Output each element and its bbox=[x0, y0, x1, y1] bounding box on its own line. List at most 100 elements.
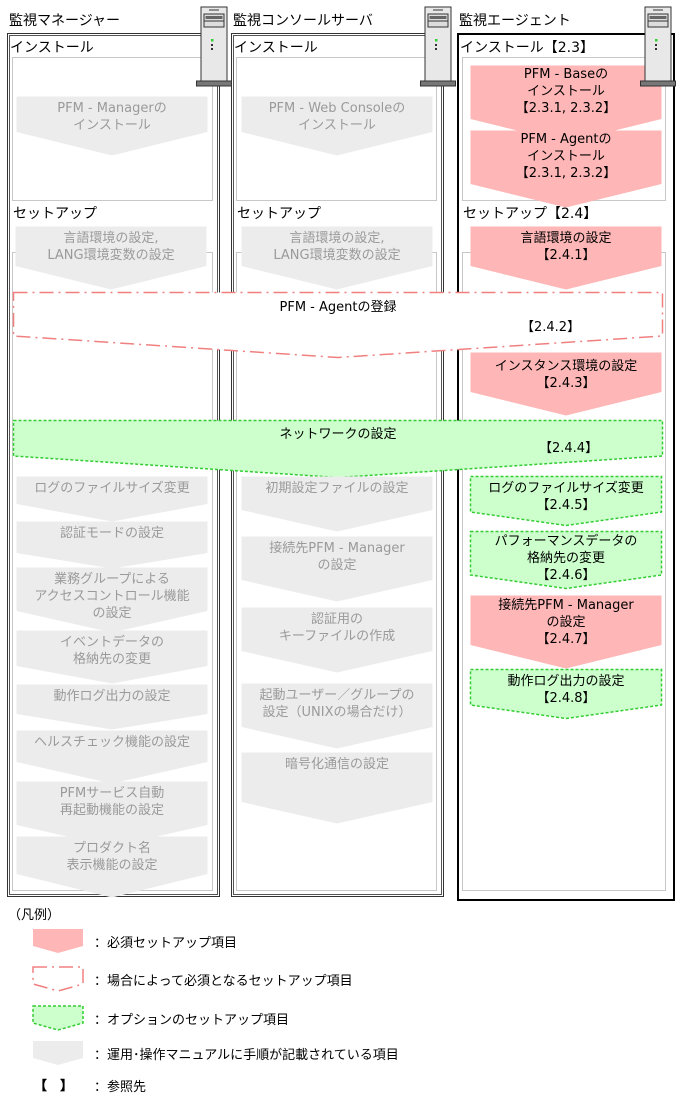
arrow-shape-icon bbox=[241, 96, 433, 156]
setup-step: 言語環境の設定, LANG環境変数の設定 bbox=[241, 226, 433, 290]
legend-item-optional: ：オプションのセットアップ項目 bbox=[30, 1005, 450, 1031]
setup-step: ヘルスチェック機能の設定 bbox=[16, 730, 208, 784]
column-title: 監視マネージャー bbox=[9, 13, 121, 29]
item-label: 接続先PFM - Manager の設定 bbox=[269, 541, 405, 573]
arrow-shape-icon bbox=[16, 836, 208, 898]
arrow-shape-icon bbox=[241, 226, 433, 290]
legend-item-required: ：必須セットアップ項目 bbox=[30, 928, 450, 954]
item-label: 動作ログ出力の設定 【2.4.8】 bbox=[507, 674, 625, 706]
arrow-shape-icon bbox=[16, 781, 208, 847]
item-label: 認証用の キーファイルの作成 bbox=[278, 612, 396, 644]
setup-step: 言語環境の設定 【2.4.1】 bbox=[470, 226, 662, 290]
item-label: 動作ログ出力の設定 bbox=[53, 689, 171, 704]
install-section-box bbox=[236, 57, 437, 201]
item-label: ヘルスチェック機能の設定 bbox=[33, 735, 190, 750]
arrow-shape-icon bbox=[241, 536, 433, 602]
item-label: 言語環境の設定, LANG環境変数の設定 bbox=[273, 231, 401, 263]
legend-shape-icon bbox=[32, 966, 84, 992]
legend-label: ：運用･操作マニュアルに手順が記載されている項目 bbox=[94, 1048, 399, 1063]
install-step: PFM - Web Consoleの インストール bbox=[241, 96, 433, 156]
arrow-shape-icon bbox=[470, 65, 662, 143]
column-title: 監視エージェント bbox=[459, 13, 571, 29]
legend-label: ：場合によって必須となるセットアップ項目 bbox=[94, 974, 353, 989]
server-icon bbox=[196, 6, 232, 88]
reference-label: 【2.4.2】 bbox=[521, 320, 581, 335]
install-section-title: インストール【2.3】 bbox=[460, 40, 594, 56]
column-title: 監視コンソールサーバ bbox=[233, 13, 373, 29]
setup-section-title: セットアップ bbox=[13, 206, 97, 222]
reference-bracket-icon: 【 】 bbox=[34, 1079, 74, 1093]
setup-step: プロダクト名 表示機能の設定 bbox=[16, 836, 208, 898]
server-icon bbox=[640, 6, 676, 88]
arrow-shape-icon bbox=[16, 730, 208, 784]
item-label: 認証モードの設定 bbox=[59, 526, 164, 541]
item-label: 言語環境の設定, LANG環境変数の設定 bbox=[47, 231, 175, 263]
install-step: PFM - Agentの インストール 【2.3.1, 2.3.2】 bbox=[470, 130, 662, 208]
legend-title: （凡例） bbox=[8, 908, 61, 923]
setup-step: 起動ユーザー／グループの 設定（UNIXの場合だけ） bbox=[241, 683, 433, 749]
arrow-shape-icon bbox=[241, 476, 433, 532]
install-section-title: インストール bbox=[10, 40, 94, 56]
setup-step: イベントデータの 格納先の変更 bbox=[16, 630, 208, 684]
setup-step: 接続先PFM - Manager の設定 【2.4.7】 bbox=[470, 595, 662, 669]
setup-step: ログのファイルサイズ変更 【2.4.5】 bbox=[469, 475, 663, 527]
setup-section-title: セットアップ【2.4】 bbox=[463, 206, 598, 222]
arrow-shape-icon bbox=[470, 595, 662, 669]
arrow-shape-icon bbox=[16, 476, 208, 522]
legend-item-reference: 【 】 ：参照先 bbox=[30, 1072, 450, 1093]
arrow-shape-icon bbox=[241, 683, 433, 749]
setup-step: 接続先PFM - Manager の設定 bbox=[241, 536, 433, 602]
item-label: PFM - Web Consoleの インストール bbox=[268, 101, 406, 133]
arrow-shape-icon bbox=[470, 226, 662, 290]
reference-label: 【2.4.4】 bbox=[539, 441, 599, 456]
setup-step: インスタンス環境の設定 【2.4.3】 bbox=[470, 352, 662, 416]
item-label: 暗号化通信の設定 bbox=[284, 757, 389, 772]
setup-step: PFMサービス自動 再起動機能の設定 bbox=[16, 781, 208, 847]
setup-step: 認証モードの設定 bbox=[16, 521, 208, 569]
item-label: PFM - Baseの インストール 【2.3.1, 2.3.2】 bbox=[515, 67, 617, 116]
arrow-shape-icon bbox=[16, 684, 208, 730]
arrow-shape-icon bbox=[12, 419, 664, 479]
arrow-shape-icon bbox=[12, 291, 664, 359]
arrow-shape-icon bbox=[469, 668, 663, 720]
item-label: イベントデータの 格納先の変更 bbox=[59, 635, 164, 667]
install-section-title: インストール bbox=[234, 40, 318, 56]
setup-step: 動作ログ出力の設定 【2.4.8】 bbox=[469, 668, 663, 720]
arrow-shape-icon bbox=[16, 630, 208, 684]
item-label: 言語環境の設定 【2.4.1】 bbox=[520, 231, 612, 263]
legend-item-manual: ：運用･操作マニュアルに手順が記載されている項目 bbox=[30, 1040, 450, 1066]
item-label: 業務グループによる アクセスコントロール機能 の設定 bbox=[34, 572, 190, 621]
arrow-shape-icon bbox=[241, 607, 433, 673]
setup-step: 暗号化通信の設定 bbox=[241, 752, 433, 824]
legend-item-conditional: ：場合によって必須となるセットアップ項目 bbox=[30, 966, 450, 992]
spanning-step-network: ネットワークの設定【2.4.4】 bbox=[12, 419, 664, 479]
item-label: PFMサービス自動 再起動機能の設定 bbox=[59, 786, 165, 818]
legend-label: ：オプションのセットアップ項目 bbox=[94, 1013, 290, 1028]
setup-step: 初期設定ファイルの設定 bbox=[241, 476, 433, 532]
setup-step: ログのファイルサイズ変更 bbox=[16, 476, 208, 522]
install-section-box bbox=[12, 57, 213, 201]
item-label: PFM - Agentの インストール 【2.3.1, 2.3.2】 bbox=[515, 132, 617, 181]
server-icon bbox=[420, 6, 456, 88]
arrow-shape-icon bbox=[469, 530, 663, 590]
arrow-shape-icon bbox=[241, 752, 433, 824]
legend-shape-icon bbox=[33, 929, 83, 953]
item-label: 接続先PFM - Manager の設定 【2.4.7】 bbox=[498, 598, 634, 647]
item-label: ログのファイルサイズ変更 【2.4.5】 bbox=[488, 481, 644, 513]
arrow-shape-icon bbox=[16, 96, 208, 156]
item-label: PFM - Agentの登録 bbox=[279, 300, 397, 315]
arrow-shape-icon bbox=[469, 475, 663, 527]
item-label: 初期設定ファイルの設定 bbox=[265, 481, 409, 496]
arrow-shape-icon bbox=[15, 226, 207, 290]
install-step: PFM - Managerの インストール bbox=[16, 96, 208, 156]
arrow-shape-icon bbox=[16, 567, 208, 633]
setup-step: 業務グループによる アクセスコントロール機能 の設定 bbox=[16, 567, 208, 633]
item-label: パフォーマンスデータの 格納先の変更 【2.4.6】 bbox=[494, 534, 638, 583]
legend-label: ：参照先 bbox=[94, 1080, 147, 1093]
install-step: PFM - Baseの インストール 【2.3.1, 2.3.2】 bbox=[470, 65, 662, 143]
setup-step: 言語環境の設定, LANG環境変数の設定 bbox=[15, 226, 207, 290]
legend-label: ：必須セットアップ項目 bbox=[94, 936, 238, 951]
legend-shape-icon bbox=[32, 1005, 84, 1031]
setup-step: パフォーマンスデータの 格納先の変更 【2.4.6】 bbox=[469, 530, 663, 590]
arrow-shape-icon bbox=[470, 352, 662, 416]
